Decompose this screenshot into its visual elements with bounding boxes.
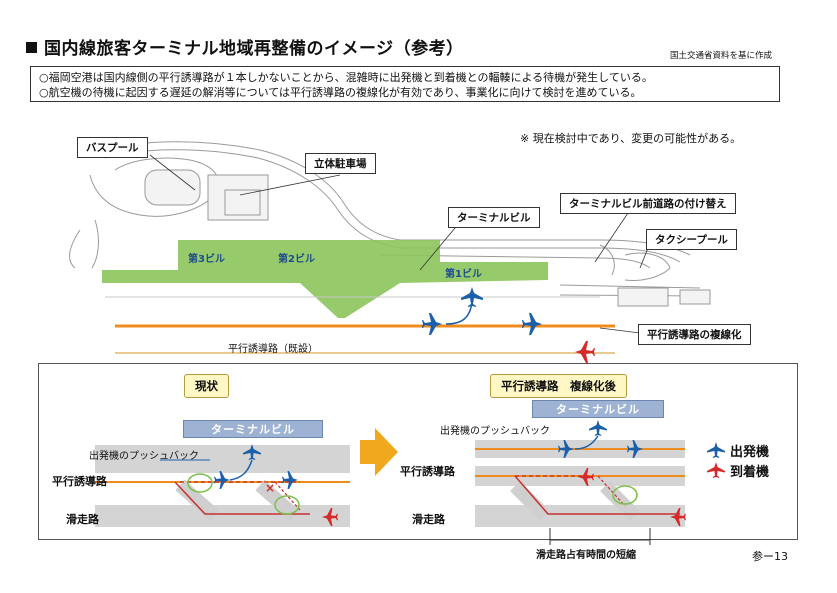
departure-plane-icon xyxy=(422,313,442,335)
bullet-square-icon xyxy=(26,42,37,53)
page-number: 参ー13 xyxy=(752,550,788,563)
departure-plane-icon xyxy=(589,420,607,436)
terminal-bar-current: ターミナルビル xyxy=(183,420,323,438)
departure-plane-icon xyxy=(214,471,230,489)
callout-terminal: ターミナルビル xyxy=(448,207,540,228)
page-title: 国内線旅客ターミナル地域再整備のイメージ（参考） xyxy=(26,34,464,59)
legend-departure-icon xyxy=(707,442,725,458)
leader-lines xyxy=(149,154,651,334)
legend-arrival-icon xyxy=(707,462,725,478)
departure-plane-icon xyxy=(558,440,574,458)
current-status-label: 現状 xyxy=(184,374,229,398)
taxiway-band-current xyxy=(95,445,350,473)
callout-road-realign: ターミナルビル前道路の付け替え xyxy=(560,193,736,214)
summary-notes: ○福岡空港は国内線側の平行誘導路が１本しかないことから、混雑時に出発機と到着機と… xyxy=(30,66,780,102)
callout-double-taxiway: 平行誘導路の複線化 xyxy=(638,324,751,345)
building-3-label: 第3ビル xyxy=(188,254,225,265)
runway-time-label: 滑走路占有時間の短縮 xyxy=(536,550,636,561)
terminal-area xyxy=(102,240,548,318)
legend-arrival: 到着機 xyxy=(730,465,770,480)
note-line: ○航空機の待機に起因する遅延の解消等については平行誘導路の複線化が有効であり、事… xyxy=(39,86,642,99)
title-text: 国内線旅客ターミナル地域再整備のイメージ（参考） xyxy=(44,39,464,59)
pushback-label-current: 出発機のプッシュバック xyxy=(89,451,199,462)
building-1-label: 第1ビル xyxy=(445,269,482,280)
note-line: ○福岡空港は国内線側の平行誘導路が１本しかないことから、混雑時に出発機と到着機と… xyxy=(39,71,653,84)
taxiway-label-after: 平行誘導路 xyxy=(400,465,455,478)
departure-plane-icon xyxy=(243,444,261,460)
runway-label-after: 滑走路 xyxy=(412,513,445,526)
building-2-label: 第2ビル xyxy=(278,254,315,265)
departure-plane-icon xyxy=(461,287,483,307)
departure-plane-icon xyxy=(627,440,643,458)
departure-plane-icon xyxy=(282,471,298,489)
terminal-bar-after: ターミナルビル xyxy=(532,400,664,418)
taxiway-label-current: 平行誘導路 xyxy=(52,475,107,488)
arrival-plane-icon xyxy=(575,341,595,363)
comparison-panel xyxy=(38,363,798,540)
existing-taxiway-label: 平行誘導路（既設） xyxy=(228,344,318,355)
runway-band-after xyxy=(475,505,685,527)
facility-outlines xyxy=(144,169,711,307)
departure-plane-icon xyxy=(522,313,542,335)
runway-band-current xyxy=(95,505,350,527)
arrival-plane-icon xyxy=(670,508,686,526)
transition-arrow xyxy=(360,428,398,476)
pushback-label-after: 出発機のプッシュバック xyxy=(440,426,550,437)
arrival-plane-icon xyxy=(322,508,338,526)
svg-text:×: × xyxy=(265,481,275,495)
arrival-plane-icon xyxy=(578,468,594,486)
callout-parking: 立体駐車場 xyxy=(305,153,376,174)
legend-departure: 出発機 xyxy=(730,445,770,460)
after-status-label: 平行誘導路 複線化後 xyxy=(490,374,627,398)
runway-label-current: 滑走路 xyxy=(66,513,99,526)
callout-taxi-pool: タクシープール xyxy=(646,229,737,250)
callout-bus-pool: バスプール xyxy=(77,137,148,158)
caveat-note: ※ 現在検討中であり、変更の可能性がある。 xyxy=(520,132,742,145)
source-note: 国土交通省資料を基に作成 xyxy=(670,51,773,61)
